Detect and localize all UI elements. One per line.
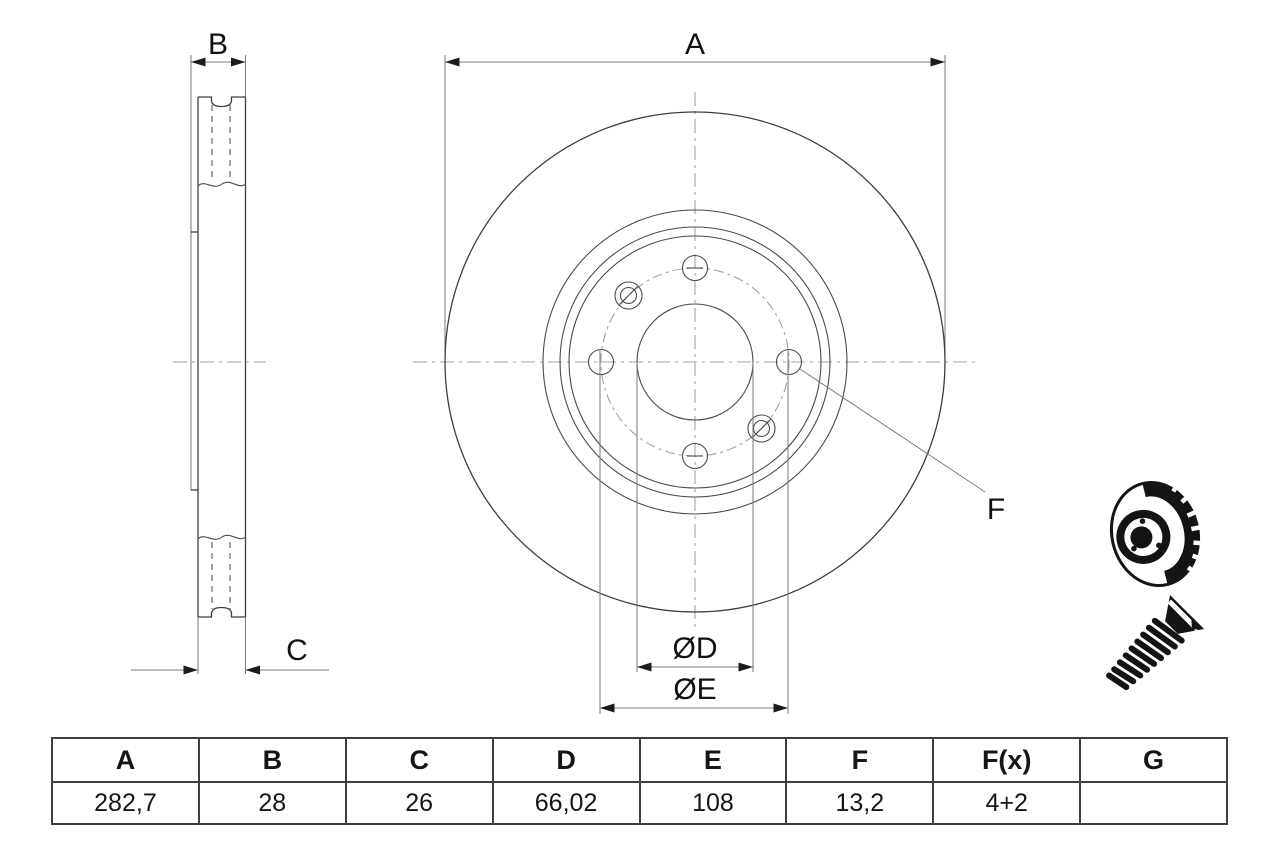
value-cell-b: 28 bbox=[197, 781, 347, 825]
header-cell-e: E bbox=[638, 737, 788, 783]
value-cell-fx: 4+2 bbox=[932, 781, 1082, 825]
side-view: B C bbox=[131, 28, 329, 675]
countersunk-screw-icon bbox=[1106, 595, 1204, 691]
header-cell-c: C bbox=[344, 737, 494, 783]
header-cell-b: B bbox=[197, 737, 347, 783]
front-view: A bbox=[413, 28, 1005, 714]
disc-front-outline bbox=[444, 111, 946, 613]
dimension-d: ØD bbox=[636, 362, 754, 672]
dim-label-dia-d: ØD bbox=[673, 632, 718, 665]
value-cell-g bbox=[1079, 781, 1228, 825]
dimension-e: ØE bbox=[599, 350, 789, 714]
header-cell-a: A bbox=[51, 737, 200, 783]
dim-label-f: F bbox=[987, 493, 1005, 526]
bolt-holes bbox=[587, 254, 803, 470]
value-cell-d: 66,02 bbox=[491, 781, 641, 825]
dimension-c: C bbox=[131, 617, 329, 675]
header-cell-f: F bbox=[785, 737, 935, 783]
header-cell-d: D bbox=[491, 737, 641, 783]
value-cell-f: 13,2 bbox=[785, 781, 935, 825]
dimension-a: A bbox=[444, 28, 946, 358]
dimension-b: B bbox=[190, 28, 247, 490]
dim-label-a: A bbox=[685, 28, 705, 61]
dim-label-c: C bbox=[286, 634, 308, 667]
spec-table-value-row: 282,7 28 26 66,02 108 13,2 4+2 bbox=[51, 781, 1228, 825]
leader-f: F bbox=[799, 368, 1005, 526]
value-cell-e: 108 bbox=[638, 781, 788, 825]
header-cell-fx: F(x) bbox=[932, 737, 1082, 783]
dim-label-dia-e: ØE bbox=[673, 673, 716, 706]
value-cell-c: 26 bbox=[344, 781, 494, 825]
header-cell-g: G bbox=[1079, 737, 1228, 783]
pin-holes bbox=[614, 281, 776, 443]
brake-disc-drawing: B C bbox=[131, 28, 1207, 714]
disc-section-outline bbox=[191, 96, 247, 618]
spec-table: A B C D E F F(x) G 282,7 28 26 66,02 108… bbox=[51, 737, 1228, 825]
dim-label-b: B bbox=[208, 28, 228, 61]
vented-disc-3d-icon bbox=[1109, 475, 1207, 588]
value-cell-a: 282,7 bbox=[51, 781, 200, 825]
spec-table-header-row: A B C D E F F(x) G bbox=[51, 737, 1228, 783]
